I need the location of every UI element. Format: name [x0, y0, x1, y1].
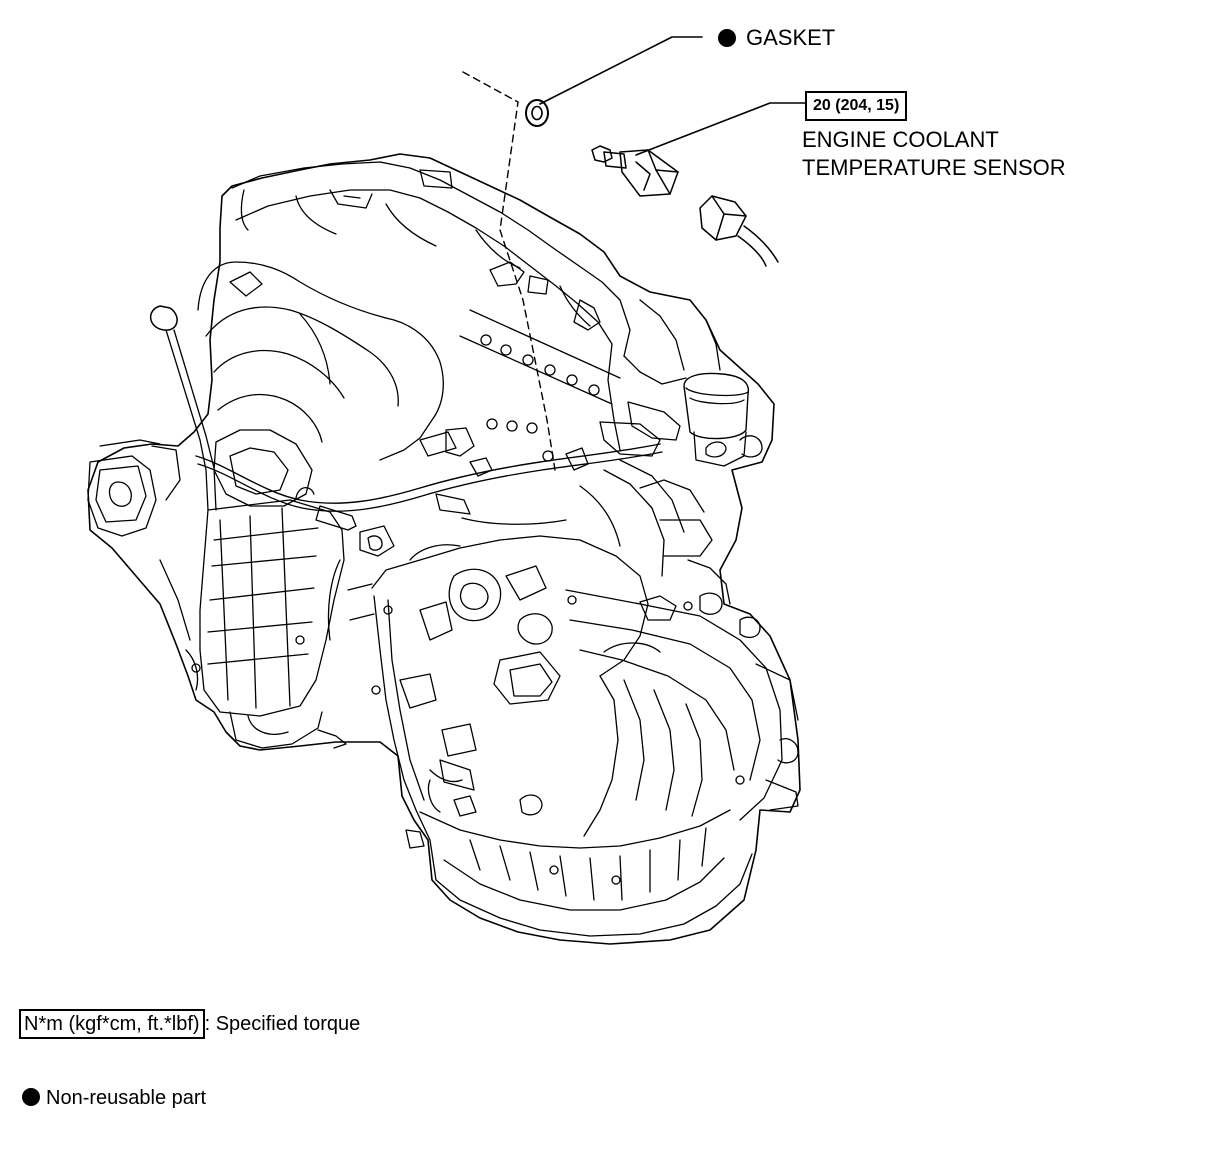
sensor-leader-line — [636, 103, 805, 155]
gasket-label: GASKET — [746, 25, 836, 50]
legend-torque-desc: : Specified torque — [204, 1013, 361, 1035]
sensor-label-line2: TEMPERATURE SENSOR — [802, 155, 1066, 180]
sensor-connector — [700, 196, 778, 266]
sensor-callout: ENGINE COOLANT TEMPERATURE SENSOR — [802, 126, 1066, 182]
legend-torque-unit: N*m (kgf*cm, ft.*lbf) — [19, 1009, 205, 1039]
install-path-dashed — [463, 72, 555, 470]
sensor-label-line1: ENGINE COOLANT — [802, 127, 999, 152]
engine-outline — [88, 154, 800, 944]
gasket-leader-line — [540, 37, 702, 104]
legend-nonreusable-label: Non-reusable part — [46, 1087, 207, 1109]
coolant-sensor — [592, 146, 678, 196]
torque-value-box: 20 (204, 15) — [805, 91, 908, 121]
legend-nonreusable: Non-reusable part — [22, 1084, 206, 1112]
legend-torque: N*m (kgf*cm, ft.*lbf): Specified torque — [19, 1009, 360, 1039]
filled-circle-icon — [22, 1088, 40, 1106]
gasket-ring — [526, 100, 548, 126]
filled-circle-icon — [718, 29, 736, 47]
gasket-callout: GASKET — [718, 24, 835, 52]
